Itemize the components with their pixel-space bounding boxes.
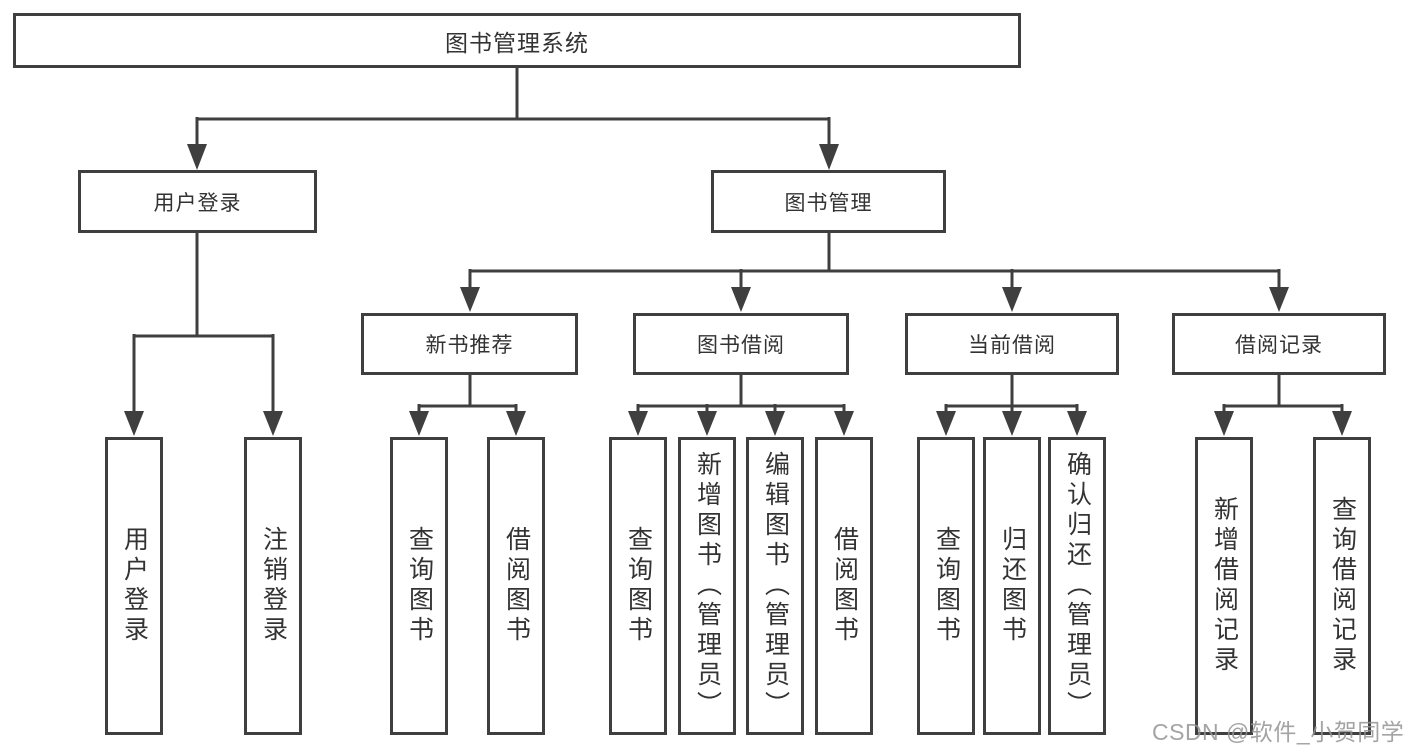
arrowheads-userlogin-leaves [124,411,283,436]
arrowheads-current-leaves [936,411,1087,436]
connector-records-to-leaves [1222,375,1344,418]
node-label: 编辑图书（管理员） [761,451,790,721]
node-leaf-query-books-recommend: 查询图书 [390,437,448,735]
arrowheads-records-leaves [1214,411,1352,436]
node-label: 图书借阅 [697,334,785,357]
node-label: 借阅图书 [502,526,531,646]
node-label: 查询图书 [405,526,434,646]
node-label: 确认归还（管理员） [1063,451,1092,721]
node-user-login-branch: 用户登录 [78,170,317,233]
node-label: 用户登录 [153,191,242,215]
node-leaf-add-borrow-record: 新增借阅记录 [1195,437,1253,735]
node-label: 查询借阅记录 [1328,496,1357,676]
node-label: 新增借阅记录 [1210,496,1239,676]
arrowheads-level2 [187,144,839,170]
node-leaf-query-borrow-record: 查询借阅记录 [1313,437,1371,735]
node-leaf-edit-books-admin: 编辑图书（管理员） [746,437,804,735]
node-book-borrowing: 图书借阅 [633,313,849,375]
node-label: 查询图书 [932,526,961,646]
arrowheads-borrow-leaves [628,411,854,436]
node-leaf-borrow-books: 借阅图书 [815,437,873,735]
node-label: 新增图书（管理员） [693,451,722,721]
node-leaf-borrow-books-recommend: 借阅图书 [487,437,545,735]
node-label: 新书推荐 [425,334,514,357]
node-label: 归还图书 [998,526,1027,646]
node-library-system-root: 图书管理系统 [13,13,1021,68]
connector-root-to-level2 [195,67,831,150]
csdn-watermark: CSDN @软件_小贺同学 [1152,719,1405,745]
connector-bookmgmt-to-level3 [468,232,1281,293]
connector-userlogin-to-leaves [132,232,275,416]
node-current-borrowing: 当前借阅 [905,313,1119,375]
node-leaf-logout: 注销登录 [244,437,302,735]
node-label: 图书管理 [784,191,873,215]
arrowheads-level3 [460,287,1289,312]
node-label: 当前借阅 [968,334,1056,357]
node-label: 用户登录 [120,526,149,646]
node-label: 图书管理系统 [445,29,589,56]
node-label: 查询图书 [624,526,653,646]
connector-current-to-leaves [944,375,1079,418]
node-book-management-branch: 图书管理 [711,170,946,233]
node-label: 借阅记录 [1235,334,1323,357]
connector-newbook-to-leaves [417,375,518,418]
node-leaf-add-books-admin: 新增图书（管理员） [678,437,736,735]
node-label: 注销登录 [259,526,288,646]
node-new-book-recommend: 新书推荐 [361,313,578,375]
node-leaf-confirm-return-admin: 确认归还（管理员） [1048,437,1106,735]
node-borrowing-records: 借阅记录 [1172,313,1386,375]
node-leaf-query-books-borrowing: 查询图书 [609,437,667,735]
arrowheads-newbook-leaves [409,411,526,436]
node-label: 借阅图书 [830,526,859,646]
connector-borrow-to-leaves [636,375,846,418]
node-leaf-return-books: 归还图书 [983,437,1041,735]
node-leaf-user-login: 用户登录 [105,437,163,735]
node-leaf-query-books-current: 查询图书 [917,437,975,735]
